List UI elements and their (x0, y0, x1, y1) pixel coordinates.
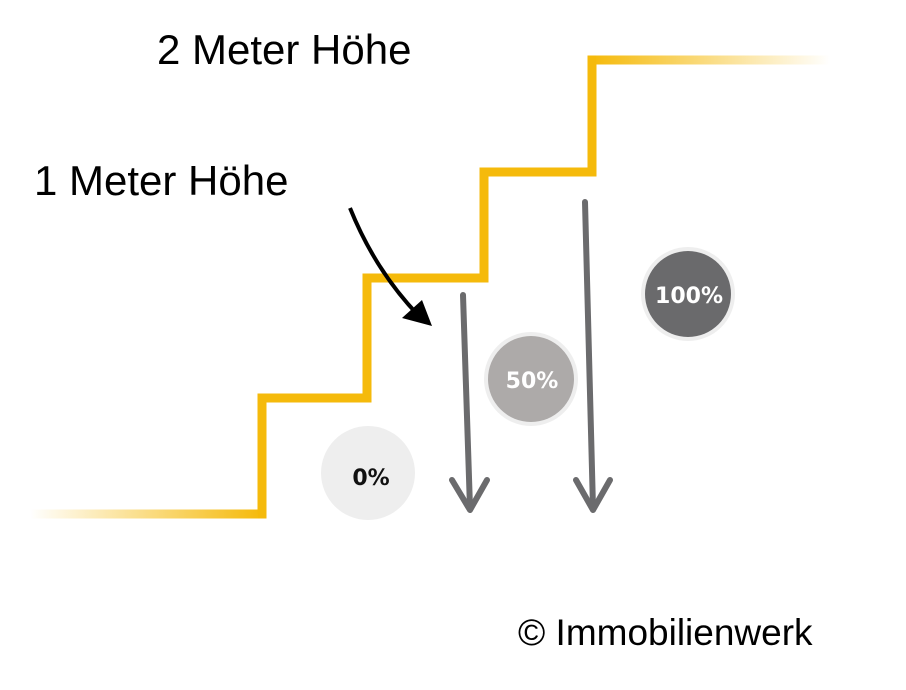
label-two-meter: 2 Meter Höhe (157, 26, 412, 73)
badge-0-circle (321, 426, 415, 520)
label-one-meter: 1 Meter Höhe (34, 157, 289, 204)
pointer-arrow (348, 207, 432, 326)
badge-50-inner (488, 336, 574, 422)
badge-100-text: 100% (655, 284, 723, 309)
stair-line (257, 55, 597, 519)
badge-0-text: 0% (352, 466, 389, 491)
fall-arrow-1m (449, 292, 490, 513)
badge-100-inner (645, 251, 731, 337)
copyright-label: © Immobilienwerk (518, 612, 813, 653)
badge-50-text: 50% (506, 369, 559, 394)
fall-arrow-2m (573, 199, 613, 513)
